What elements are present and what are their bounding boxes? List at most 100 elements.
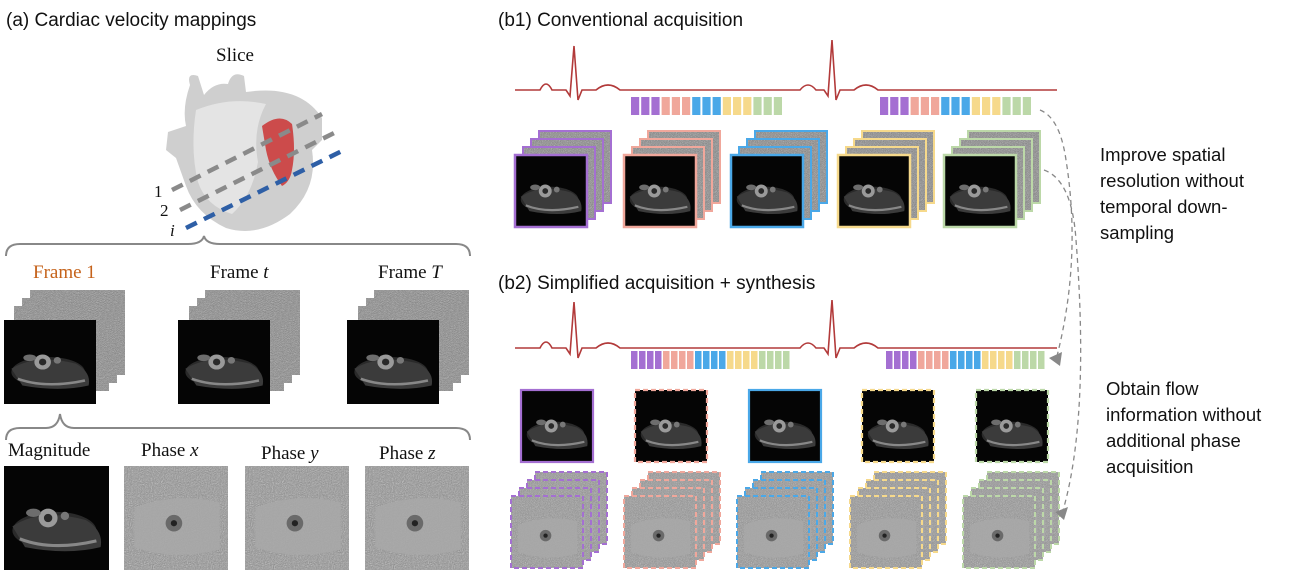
slice-line-2 — [178, 129, 338, 213]
acquisition-segment — [679, 351, 686, 369]
b2-magnitude-border — [519, 388, 595, 464]
acquisition-strips-b2 — [631, 351, 1045, 369]
frames-brace — [5, 235, 471, 257]
acquisition-segment — [961, 97, 970, 115]
panel-b2-title: (b2) Simplified acquisition + synthesis — [498, 273, 816, 294]
note-flow-line: information without — [1106, 404, 1262, 425]
acquisition-segment — [920, 97, 929, 115]
acquisition-strips-b1 — [631, 97, 1031, 115]
b2-magnitude-image — [862, 390, 934, 462]
b1-stack-border — [513, 153, 589, 229]
acquisition-segment — [722, 97, 731, 115]
acquisition-segment — [727, 351, 734, 369]
magnitude-row-b2 — [519, 388, 1050, 464]
acquisition-segment — [931, 97, 940, 115]
phase-row-b2 — [510, 471, 1060, 569]
phase-y-image — [245, 466, 349, 570]
heart-chamber-shape — [193, 101, 266, 214]
slice-tick-2: 2 — [160, 201, 169, 220]
b1-stack-image — [731, 155, 803, 227]
frame-1-stack — [4, 290, 125, 404]
b2-magnitude-image — [635, 390, 707, 462]
acquisition-segment — [783, 351, 790, 369]
acquisition-segment — [773, 97, 782, 115]
acquisition-segment — [926, 351, 933, 369]
b1-stack-image — [624, 155, 696, 227]
panel-a-title: (a) Cardiac velocity mappings — [6, 10, 257, 31]
b1-stack-image — [515, 155, 587, 227]
acquisition-segment — [647, 351, 654, 369]
acquisition-segment — [1022, 351, 1029, 369]
frame-t-word: Frame — [210, 262, 259, 283]
acquisition-segment — [641, 97, 650, 115]
frame-1-label: Frame 1 — [33, 262, 96, 283]
phase-z-image — [365, 466, 469, 570]
slice-line-i — [185, 147, 345, 231]
frame-T-stack — [347, 290, 469, 404]
note-spatial-line: sampling — [1100, 222, 1175, 243]
b2-phase-border — [849, 495, 923, 569]
acquisition-segment — [733, 97, 742, 115]
acquisition-segment — [894, 351, 901, 369]
b2-phase-border — [736, 495, 810, 569]
frame-T-image — [347, 320, 439, 404]
acquisition-segment — [703, 351, 710, 369]
note-spatial: Improve spatial resolution without tempo… — [1100, 142, 1290, 246]
b2-magnitude-border — [974, 388, 1050, 464]
arrow-spatial-head — [1049, 352, 1062, 366]
acquisition-segment — [910, 97, 919, 115]
b2-magnitude-image — [749, 390, 821, 462]
components-brace — [5, 413, 471, 441]
acquisition-segment — [719, 351, 726, 369]
acquisition-segment — [974, 351, 981, 369]
acquisition-segment — [655, 351, 662, 369]
slice-tick-i: i — [170, 221, 175, 240]
acquisition-segment — [692, 97, 701, 115]
ecg-trace-b1 — [515, 39, 1057, 101]
acquisition-segment — [712, 97, 721, 115]
slice-line-1 — [170, 111, 324, 193]
acquisition-segment — [951, 97, 960, 115]
slice-tick-1: 1 — [154, 182, 163, 201]
frame-t-var: t — [263, 262, 269, 283]
slice-label: Slice — [216, 45, 254, 66]
phase-z-var: z — [428, 443, 436, 464]
acquisition-segment — [1002, 97, 1011, 115]
acquisition-segment — [651, 97, 660, 115]
acquisition-segment — [1012, 97, 1021, 115]
acquisition-segment — [671, 351, 678, 369]
acquisition-segment — [1006, 351, 1013, 369]
b2-phase-layer — [963, 496, 1035, 568]
phase-z-word: Phase — [379, 443, 424, 464]
acquisition-segment — [775, 351, 782, 369]
b2-phase-layer — [737, 496, 809, 568]
b2-magnitude-image — [521, 390, 593, 462]
note-flow-line: Obtain flow — [1106, 378, 1199, 399]
frame-t-label: Frame t — [210, 262, 269, 284]
acquisition-segment — [767, 351, 774, 369]
b2-magnitude-image — [976, 390, 1048, 462]
slice-lines — [170, 111, 345, 231]
b2-magnitude-border — [633, 388, 709, 464]
acquisition-segment — [1030, 351, 1037, 369]
acquisition-segment — [958, 351, 965, 369]
acquisition-segment — [663, 351, 670, 369]
b2-phase-border — [962, 495, 1036, 569]
b2-phase-border — [623, 495, 697, 569]
b1-stack-border — [729, 153, 805, 229]
acquisition-segment — [759, 351, 766, 369]
magnitude-image — [4, 466, 109, 570]
acquisition-segment — [982, 97, 991, 115]
acquisition-segment — [743, 97, 752, 115]
note-flow-line: additional phase — [1106, 430, 1241, 451]
magnitude-label: Magnitude — [8, 440, 91, 461]
note-spatial-line: temporal down- — [1100, 196, 1228, 217]
phase-z-label: Phase z — [379, 443, 435, 465]
acquisition-segment — [982, 351, 989, 369]
acquisition-segment — [695, 351, 702, 369]
acquisition-segment — [900, 97, 909, 115]
phase-x-word: Phase — [141, 440, 186, 461]
acquisition-segment — [753, 97, 762, 115]
acquisition-segment — [763, 97, 772, 115]
